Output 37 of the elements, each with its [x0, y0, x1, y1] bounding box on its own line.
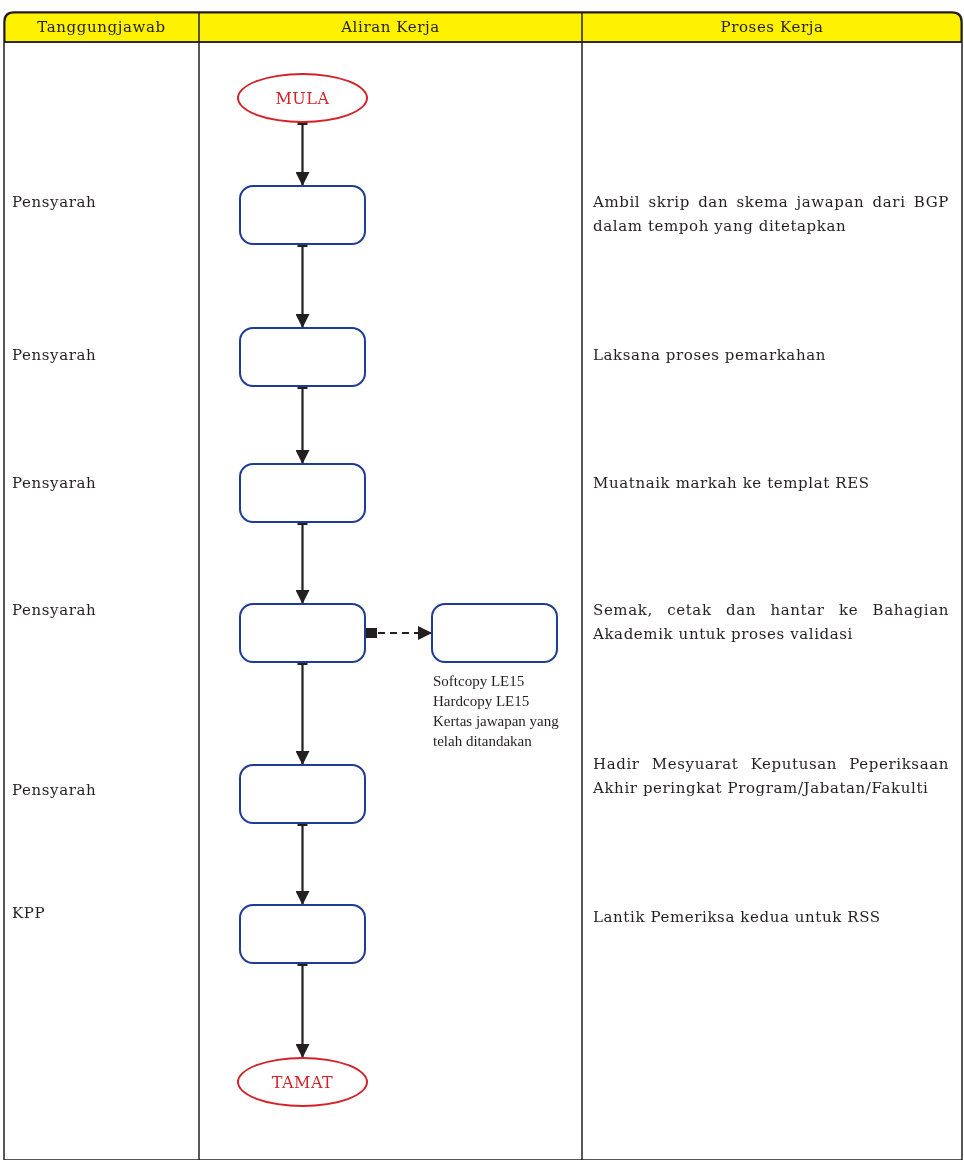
column-header: Proses Kerja — [719, 17, 825, 38]
process-text: Lantik Pemeriksa kedua untuk RSS — [593, 907, 882, 928]
arrow — [295, 244, 310, 328]
role-text: Pensyarah — [12, 345, 97, 366]
role-text: Pensyarah — [12, 192, 97, 213]
process-text: Ambil skrip dan skema jawapan dari BGP dalam tempoh yang ditetapkan — [593, 192, 949, 237]
output-note: Softcopy LE15 — [433, 672, 525, 691]
column-header: Aliran Kerja — [340, 17, 441, 38]
process-box — [239, 185, 366, 245]
role-text: Pensyarah — [12, 780, 97, 801]
process-text: Hadir Mesyuarat Keputusan Peperiksaan Akhir peringkat Program/Jabatan/Fakulti — [593, 754, 949, 799]
process-box — [239, 603, 366, 663]
arrow — [295, 122, 310, 186]
process-box — [239, 463, 366, 523]
arrow — [295, 823, 310, 905]
process-box — [239, 904, 366, 964]
role-text: Pensyarah — [12, 473, 97, 494]
process-box — [239, 764, 366, 824]
arrow — [295, 662, 310, 765]
process-text: Laksana proses pemarkahan — [593, 345, 827, 366]
arrow — [366, 626, 432, 640]
process-box — [431, 603, 558, 663]
terminal-label: TAMAT — [271, 1072, 334, 1092]
terminal-ellipse — [237, 73, 368, 123]
process-text: Semak, cetak dan hantar ke Bahagian Akademik untuk proses validasi — [593, 600, 949, 645]
terminal-ellipse — [237, 1057, 368, 1107]
arrow — [295, 522, 310, 604]
output-note: Hardcopy LE15 — [433, 692, 530, 711]
column-header: Tanggungjawab — [36, 17, 167, 38]
arrow — [295, 386, 310, 464]
process-text: Muatnaik markah ke templat RES — [593, 473, 871, 494]
role-text: Pensyarah — [12, 600, 97, 621]
arrow — [295, 963, 310, 1058]
output-note: Kertas jawapan yang telah ditandakan — [433, 712, 560, 751]
process-box — [239, 327, 366, 387]
terminal-label: MULA — [275, 88, 330, 108]
role-text: KPP — [12, 903, 46, 924]
